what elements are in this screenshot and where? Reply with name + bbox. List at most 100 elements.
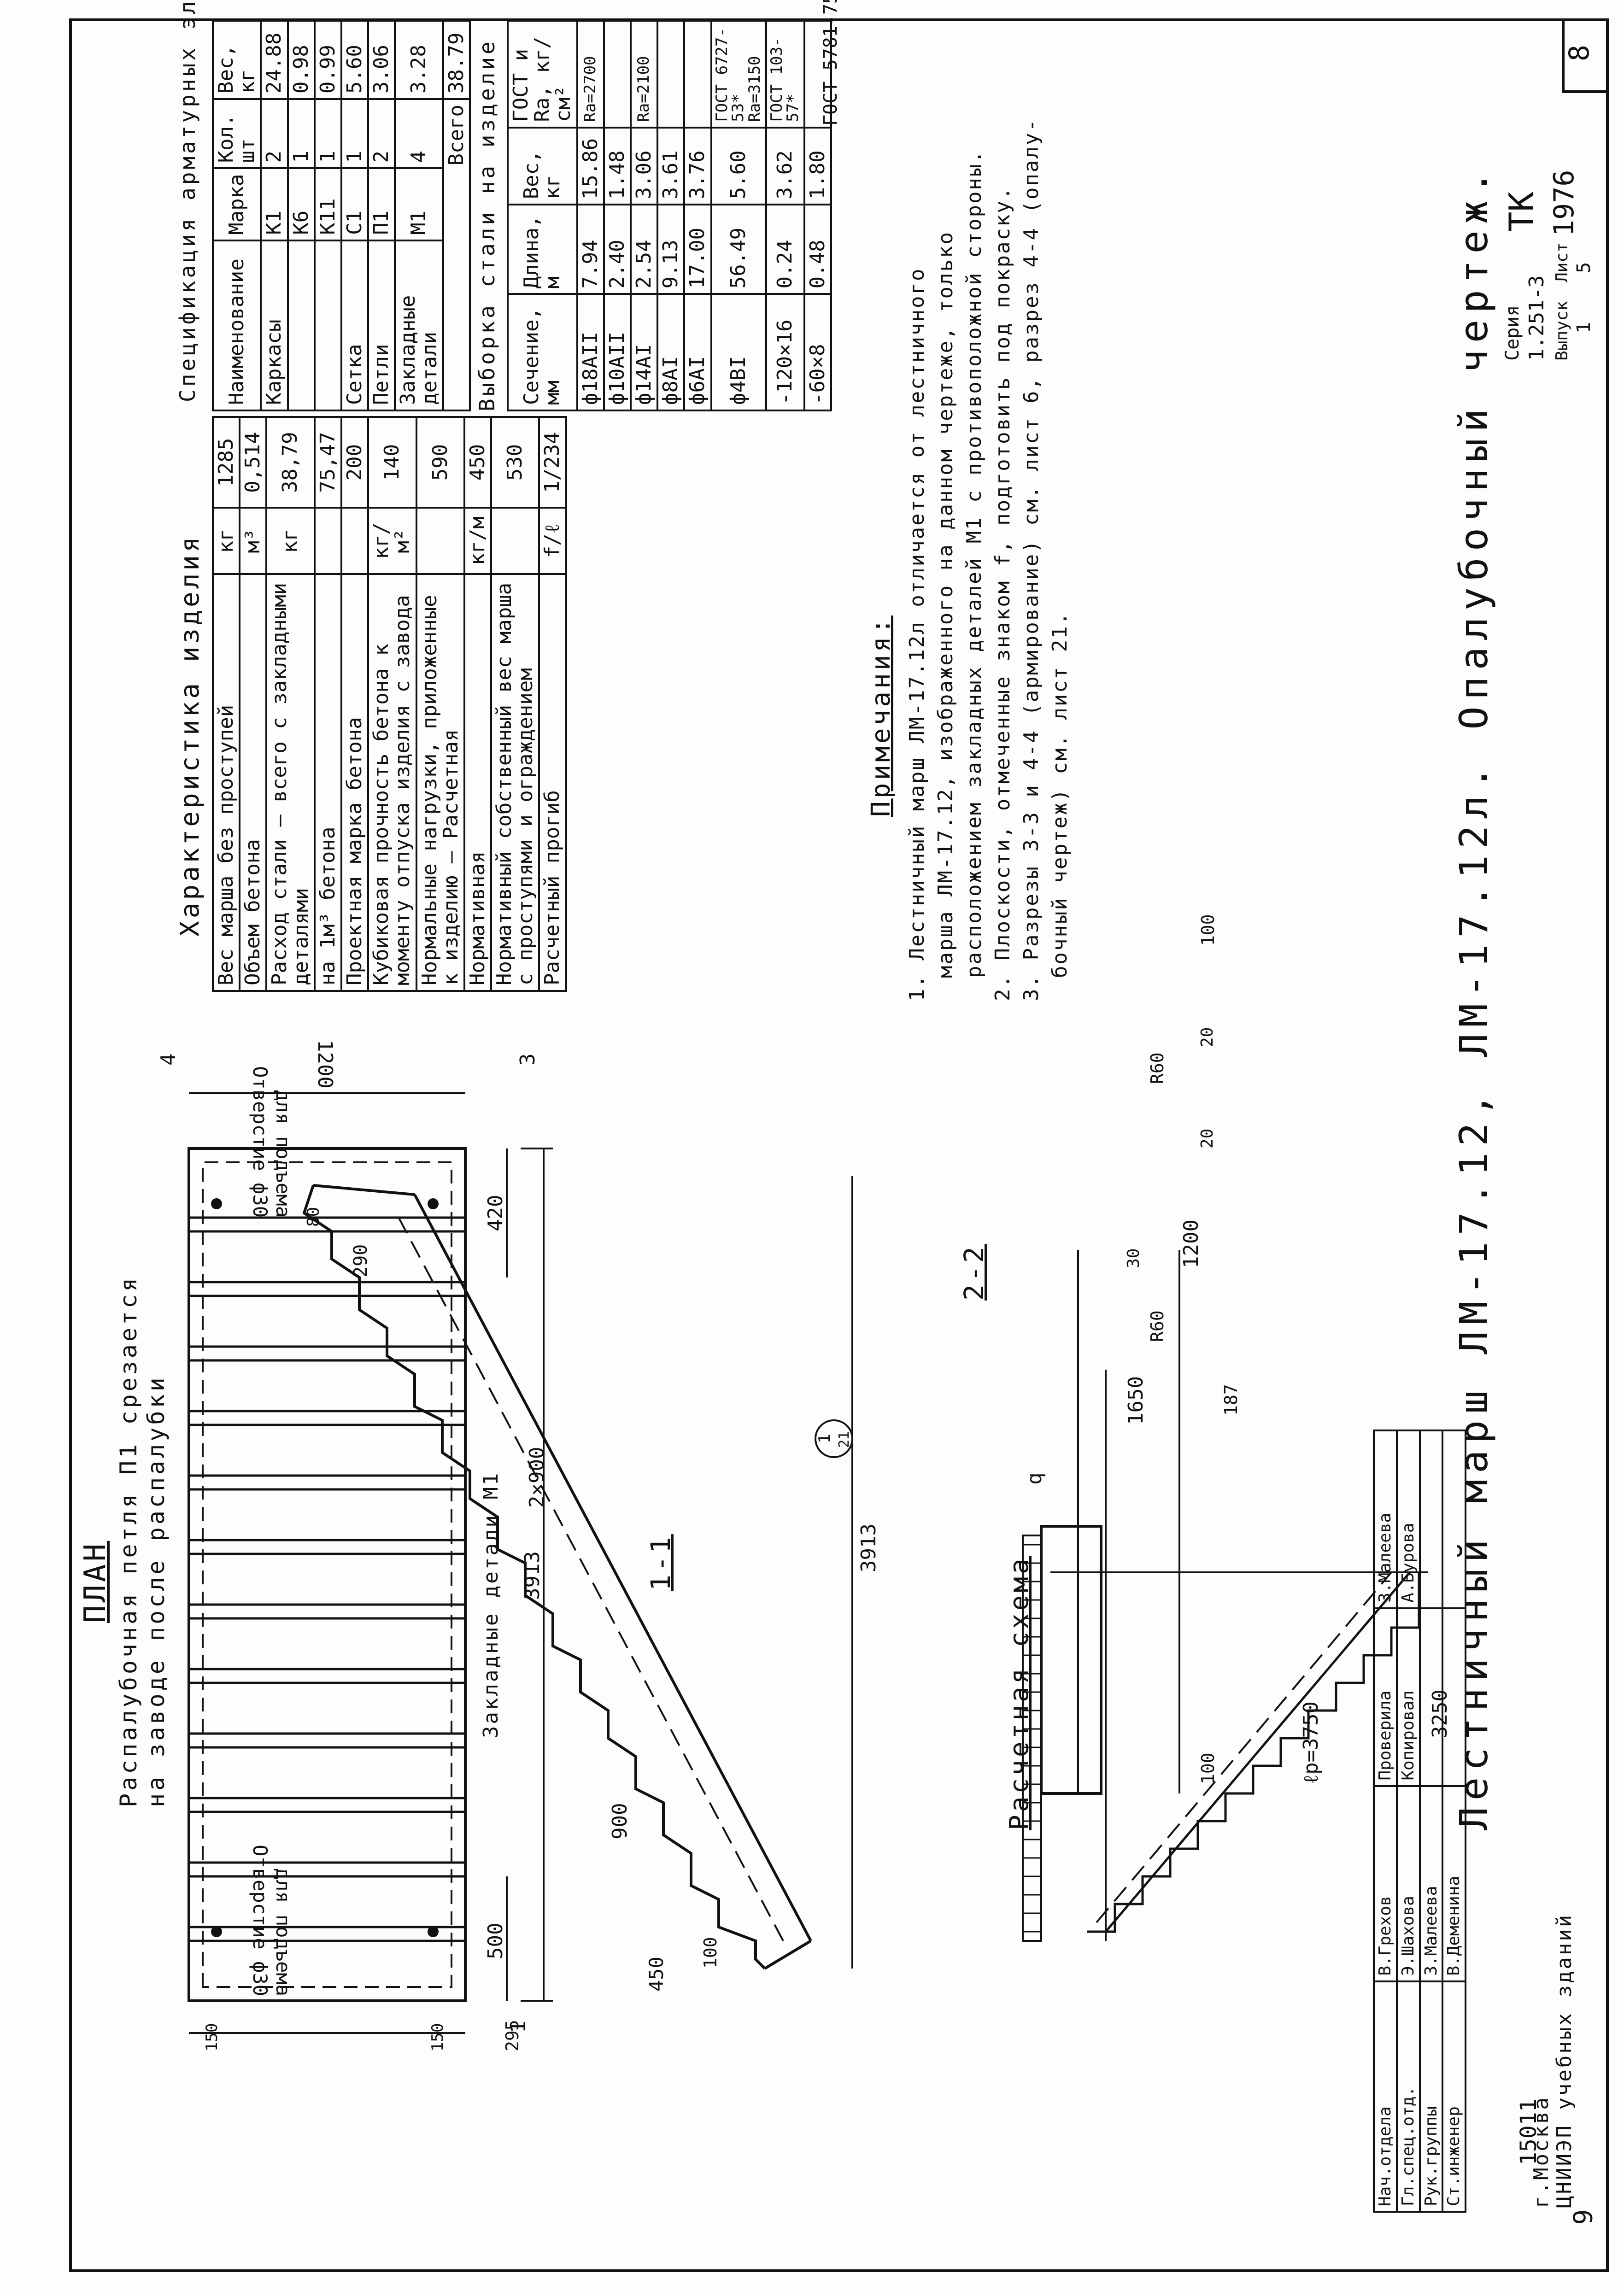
spec-qty: 4 bbox=[395, 99, 443, 169]
steel-gost: Ra=2700 bbox=[577, 21, 604, 128]
steel-gost: ГОСТ 103-57* bbox=[766, 21, 804, 128]
characteristics-value: 1285 bbox=[213, 417, 240, 508]
stamp-name2: А.Бурова bbox=[1396, 1430, 1420, 1608]
characteristics-value: 38,79 bbox=[266, 417, 315, 508]
note-line: 2. Плоскости, отмеченные знаком f, подго… bbox=[991, 186, 1014, 1001]
spec-weight: 24.88 bbox=[261, 21, 288, 100]
stamp-org: ЦНИИЭП учебных зданий bbox=[1553, 1913, 1576, 2208]
steel-weight: 3.76 bbox=[684, 127, 711, 205]
steel-section: ф10АII bbox=[604, 294, 631, 410]
steel-length: 9.13 bbox=[657, 205, 685, 294]
spec-h-weight: Вес, кг bbox=[213, 21, 261, 100]
stamp-issue-label: Выпуск bbox=[1553, 300, 1571, 361]
spec-name: Сетка bbox=[341, 240, 369, 410]
characteristics-unit: кг bbox=[213, 508, 240, 574]
steel-gost: ГОСТ 6727-53* Ra=3150 bbox=[711, 21, 766, 128]
stamp-name: В.Деменина bbox=[1442, 1786, 1466, 1981]
characteristics-unit: кг/м² bbox=[368, 508, 416, 574]
stamp-role: Нач.отдела bbox=[1374, 1981, 1397, 2212]
characteristics-unit: кг bbox=[266, 508, 315, 574]
steel-h-w: Вес, кг bbox=[508, 127, 577, 205]
stamp-name: В.Грехов bbox=[1374, 1786, 1397, 1981]
spec-qty: 1 bbox=[287, 99, 315, 169]
stamp-name: Э.Шахова bbox=[1396, 1786, 1420, 1981]
steel-weight: 3.06 bbox=[630, 127, 658, 205]
characteristics-unit bbox=[416, 508, 464, 574]
steel-gost: Ra=2100 bbox=[630, 21, 658, 128]
steel-section: -60×8 bbox=[804, 294, 832, 410]
steel-h-gost: ГОСТ и Ra, кг/см² bbox=[508, 21, 577, 128]
spec-name bbox=[314, 240, 341, 410]
note-line: 3. Разрезы 3-3 и 4-4 (армирование) см. л… bbox=[1020, 118, 1043, 1001]
steel-h-len: Длина, м bbox=[508, 205, 577, 294]
steel-section: ф18АII bbox=[577, 294, 604, 410]
spec-weight: 5.60 bbox=[341, 21, 369, 100]
steel-length: 7.94 bbox=[577, 205, 604, 294]
spec-qty: 2 bbox=[261, 99, 288, 169]
stamp-name: З.Малеева bbox=[1419, 1786, 1443, 1981]
steel-length: 2.54 bbox=[630, 205, 658, 294]
characteristics-value: 0,514 bbox=[240, 417, 267, 508]
spec-name: Петли bbox=[368, 240, 395, 410]
characteristics-row: Кубиковая прочность бетона к моменту отп… bbox=[368, 417, 416, 991]
steel-weight: 3.62 bbox=[766, 127, 804, 205]
notes-title: Примечания: bbox=[866, 615, 896, 817]
spec-qty: 2 bbox=[368, 99, 395, 169]
steel-weight: 5.60 bbox=[711, 127, 766, 205]
stamp-sheet-label: Лист bbox=[1553, 242, 1571, 282]
characteristics-unit bbox=[341, 508, 369, 574]
spec-h-qty: Кол. шт bbox=[213, 99, 261, 169]
steel-length: 0.24 bbox=[766, 205, 804, 294]
stamp-role2: Проверила bbox=[1374, 1608, 1397, 1786]
steel-title: Выборка стали на изделие bbox=[475, 39, 499, 411]
characteristics-row: Расход стали — всего с закладными деталя… bbox=[266, 417, 315, 991]
steel-h-sec: Сечение, мм bbox=[508, 294, 577, 410]
spec-mark: М1 bbox=[395, 168, 443, 240]
spec-h-name: Наименование bbox=[213, 240, 261, 410]
characteristics-unit: м³ bbox=[240, 508, 267, 574]
steel-section: ф4ВI bbox=[711, 294, 766, 410]
spec-weight: 3.28 bbox=[395, 21, 443, 100]
stamp-role2 bbox=[1419, 1608, 1443, 1786]
spec-title: Спецификация арматурных элементов bbox=[175, 0, 200, 402]
characteristics-value: 530 bbox=[491, 417, 539, 508]
stamp-name2 bbox=[1419, 1430, 1443, 1608]
stamp-name2: З.Малеева bbox=[1374, 1430, 1397, 1608]
characteristics-row: Нормальные нагрузки, приложенные к издел… bbox=[416, 417, 464, 991]
spec-name: Закладные детали bbox=[395, 240, 443, 410]
characteristics-label: Объем бетона bbox=[240, 574, 267, 991]
spec-table: Наименование Марка Кол. шт Вес, кг Карка… bbox=[212, 20, 471, 411]
characteristics-unit: f/ℓ bbox=[539, 508, 566, 574]
spec-weight: 3.06 bbox=[368, 21, 395, 100]
note-line: 1. Лестничный марш ЛМ-17.12л отличается … bbox=[905, 267, 929, 1001]
characteristics-title: Характеристика изделия bbox=[175, 534, 205, 937]
stamp-role2 bbox=[1442, 1608, 1466, 1786]
steel-section: -120×16 bbox=[766, 294, 804, 410]
characteristics-unit bbox=[314, 508, 341, 574]
sheet-number-box bbox=[1562, 18, 1609, 93]
characteristics-label: Нормативная bbox=[464, 574, 492, 991]
characteristics-row: Нормативный собственный вес марша с прос… bbox=[491, 417, 539, 991]
characteristics-label: Расчетный прогиб bbox=[539, 574, 566, 991]
characteristics-value: 1/234 bbox=[539, 417, 566, 508]
steel-weight: 1.48 bbox=[604, 127, 631, 205]
calc-1650: 1650 bbox=[1124, 1376, 1148, 1425]
calc-scheme-drawing bbox=[1022, 1370, 1428, 1942]
